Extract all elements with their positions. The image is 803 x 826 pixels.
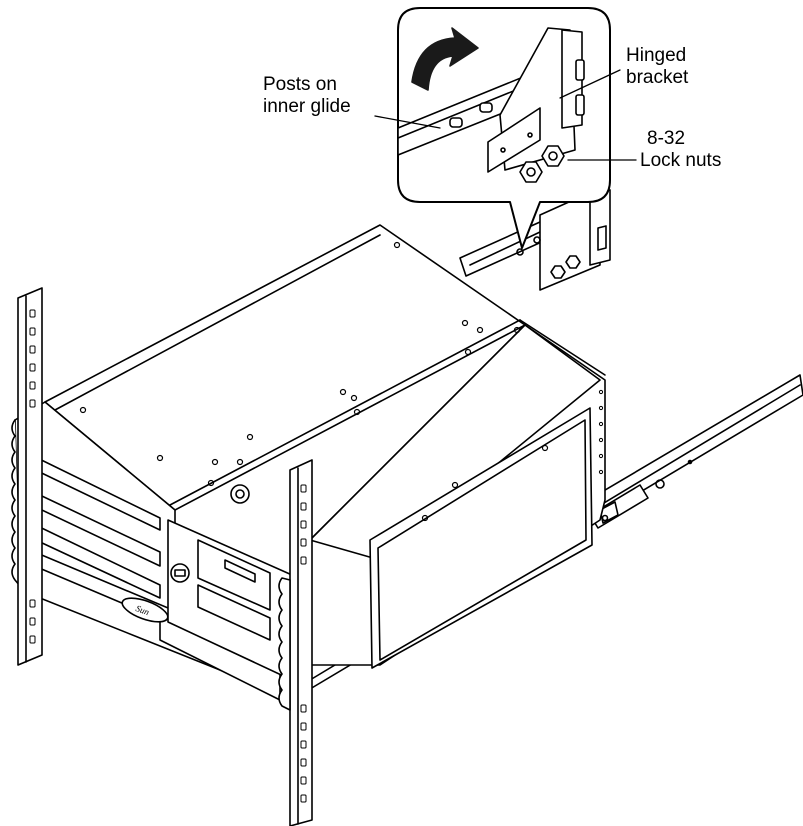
front-bezel bbox=[11, 401, 296, 701]
server-chassis bbox=[44, 224, 606, 669]
leader-lines bbox=[374, 69, 637, 161]
sun-logo: Sun bbox=[134, 603, 151, 617]
label-lock-nuts: 8-32 Lock nuts bbox=[640, 128, 722, 171]
right-rack-post bbox=[278, 459, 313, 826]
label-posts-on-inner-glide: Posts on inner glide bbox=[263, 74, 351, 117]
left-rack-post bbox=[17, 287, 43, 666]
label-hinged-bracket: Hinged bracket bbox=[626, 45, 689, 88]
detail-callout-bubble bbox=[397, 7, 611, 249]
inner-glide-rear bbox=[459, 221, 547, 277]
